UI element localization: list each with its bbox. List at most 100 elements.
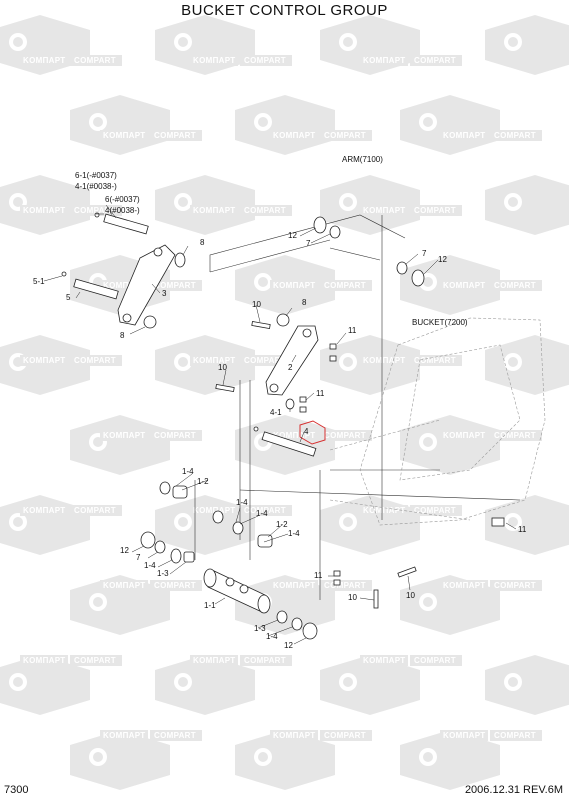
label-1-4-a: 1-4: [182, 467, 194, 476]
svg-text:KOMПАРТ: KOMПАРТ: [193, 56, 235, 65]
svg-text:KOMПАРТ: KOMПАРТ: [443, 731, 485, 740]
svg-text:KOMПАРТ: KOMПАРТ: [273, 281, 315, 290]
svg-text:KOMПАРТ: KOMПАРТ: [103, 731, 145, 740]
label-6-1: 6-1(-#0037): [75, 171, 117, 180]
label-1-4-c: 1-4: [256, 509, 268, 518]
label-12-right: 12: [438, 255, 447, 264]
svg-text:COMPART: COMPART: [74, 506, 116, 515]
svg-text:KOMПАРТ: KOMПАРТ: [23, 56, 65, 65]
svg-text:KOMПАРТ: KOMПАРТ: [273, 581, 315, 590]
svg-text:COMPART: COMPART: [74, 656, 116, 665]
label-4-1: 4-1: [270, 408, 282, 417]
svg-text:COMPART: COMPART: [494, 131, 536, 140]
svg-text:KOMПАРТ: KOMПАРТ: [443, 581, 485, 590]
label-4-1-range: 4-1(#0038-): [75, 182, 117, 191]
svg-text:KOMПАРТ: KOMПАРТ: [103, 131, 145, 140]
label-1-1: 1-1: [204, 601, 216, 610]
svg-text:COMPART: COMPART: [74, 56, 116, 65]
svg-text:COMPART: COMPART: [154, 131, 196, 140]
page-title: BUCKET CONTROL GROUP: [181, 2, 388, 19]
phantom-outlines: [194, 214, 521, 600]
svg-text:COMPART: COMPART: [494, 581, 536, 590]
label-11-b: 11: [316, 389, 325, 398]
link-3-shape: [117, 244, 176, 326]
svg-text:KOMПАРТ: KOMПАРТ: [103, 581, 145, 590]
label-10-b: 10: [218, 363, 227, 372]
label-5-1: 5-1: [33, 277, 45, 286]
svg-text:KOMПАРТ: KOMПАРТ: [23, 506, 65, 515]
watermark-pattern: KOMПАРТ COMPART KOMПАРТ COMPART KOMПАРТ COM…: [0, 15, 569, 790]
svg-text:KOMПАРТ: KOMПАРТ: [443, 281, 485, 290]
label-11-c: 11: [314, 571, 323, 580]
label-12-l: 12: [120, 546, 129, 555]
label-4-range: 4(#0038-): [105, 206, 140, 215]
svg-text:COMPART: COMPART: [244, 506, 286, 515]
svg-text:COMPART: COMPART: [494, 731, 536, 740]
label-10-c: 10: [348, 593, 357, 602]
svg-text:COMPART: COMPART: [74, 206, 116, 215]
svg-text:KOMПАРТ: KOMПАРТ: [443, 131, 485, 140]
label-3: 3: [162, 289, 167, 298]
label-12-top: 12: [288, 231, 297, 240]
part-shapes: [61, 212, 505, 640]
label-11-a: 11: [348, 326, 357, 335]
svg-text:KOMПАРТ: KOMПАРТ: [363, 656, 405, 665]
label-10-a: 10: [252, 300, 261, 309]
svg-text:KOMПАРТ: KOMПАРТ: [193, 656, 235, 665]
label-7-right: 7: [422, 249, 427, 258]
svg-text:COMPART: COMPART: [154, 731, 196, 740]
svg-text:COMPART: COMPART: [74, 356, 116, 365]
svg-text:COMPART: COMPART: [414, 356, 456, 365]
svg-text:COMPART: COMPART: [154, 431, 196, 440]
svg-text:COMPART: COMPART: [244, 356, 286, 365]
label-11-d: 11: [518, 525, 527, 534]
revision-date: 2006.12.31 REV.6M: [464, 784, 563, 796]
leader-lines: [43, 204, 517, 645]
label-1-4-d: 1-4: [288, 529, 300, 538]
label-1-3-b: 1-3: [254, 624, 266, 633]
label-1-3-a: 1-3: [157, 569, 169, 578]
svg-text:KOMПАРТ: KOMПАРТ: [103, 281, 145, 290]
svg-text:COMPART: COMPART: [244, 656, 286, 665]
svg-text:KOMПАРТ: KOMПАРТ: [273, 731, 315, 740]
svg-text:KOMПАРТ: KOMПАРТ: [23, 206, 65, 215]
label-10-d: 10: [406, 591, 415, 600]
svg-text:KOMПАРТ: KOMПАРТ: [193, 506, 235, 515]
svg-text:COMPART: COMPART: [244, 56, 286, 65]
label-8-mid: 8: [302, 298, 307, 307]
svg-text:KOMПАРТ: KOMПАРТ: [273, 431, 315, 440]
svg-text:COMPART: COMPART: [154, 281, 196, 290]
label-6: 6(-#0037): [105, 195, 140, 204]
label-2: 2: [288, 363, 293, 372]
svg-text:KOMПАРТ: KOMПАРТ: [363, 506, 405, 515]
svg-text:KOMПАРТ: KOMПАРТ: [193, 356, 235, 365]
svg-text:KOMПАРТ: KOMПАРТ: [23, 656, 65, 665]
svg-text:COMPART: COMPART: [324, 131, 366, 140]
label-1-2-b: 1-2: [276, 520, 288, 529]
svg-text:COMPART: COMPART: [324, 281, 366, 290]
label-1-2-a: 1-2: [197, 477, 209, 486]
label-arm: ARM(7100): [342, 155, 383, 164]
svg-text:KOMПАРТ: KOMПАРТ: [273, 131, 315, 140]
label-5: 5: [66, 293, 71, 302]
svg-text:COMPART: COMPART: [414, 206, 456, 215]
svg-text:KOMПАРТ: KOMПАРТ: [193, 206, 235, 215]
label-12-bottom: 12: [284, 641, 293, 650]
label-8-top: 8: [200, 238, 205, 247]
label-bucket: BUCKET(7200): [412, 318, 468, 327]
label-7-l: 7: [136, 553, 141, 562]
label-1-4-b: 1-4: [236, 498, 248, 507]
svg-text:COMPART: COMPART: [324, 581, 366, 590]
label-8-left: 8: [120, 331, 125, 340]
svg-text:KOMПАРТ: KOMПАРТ: [23, 356, 65, 365]
svg-text:KOMПАРТ: KOMПАРТ: [363, 56, 405, 65]
highlight-marker: [299, 420, 326, 445]
svg-text:KOMПАРТ: KOMПАРТ: [363, 206, 405, 215]
svg-text:COMPART: COMPART: [324, 731, 366, 740]
svg-text:COMPART: COMPART: [414, 656, 456, 665]
svg-text:KOMПАРТ: KOMПАРТ: [103, 431, 145, 440]
label-4: 4: [304, 427, 309, 436]
label-1-4-e: 1-4: [144, 561, 156, 570]
bucket-phantom: [329, 317, 546, 526]
